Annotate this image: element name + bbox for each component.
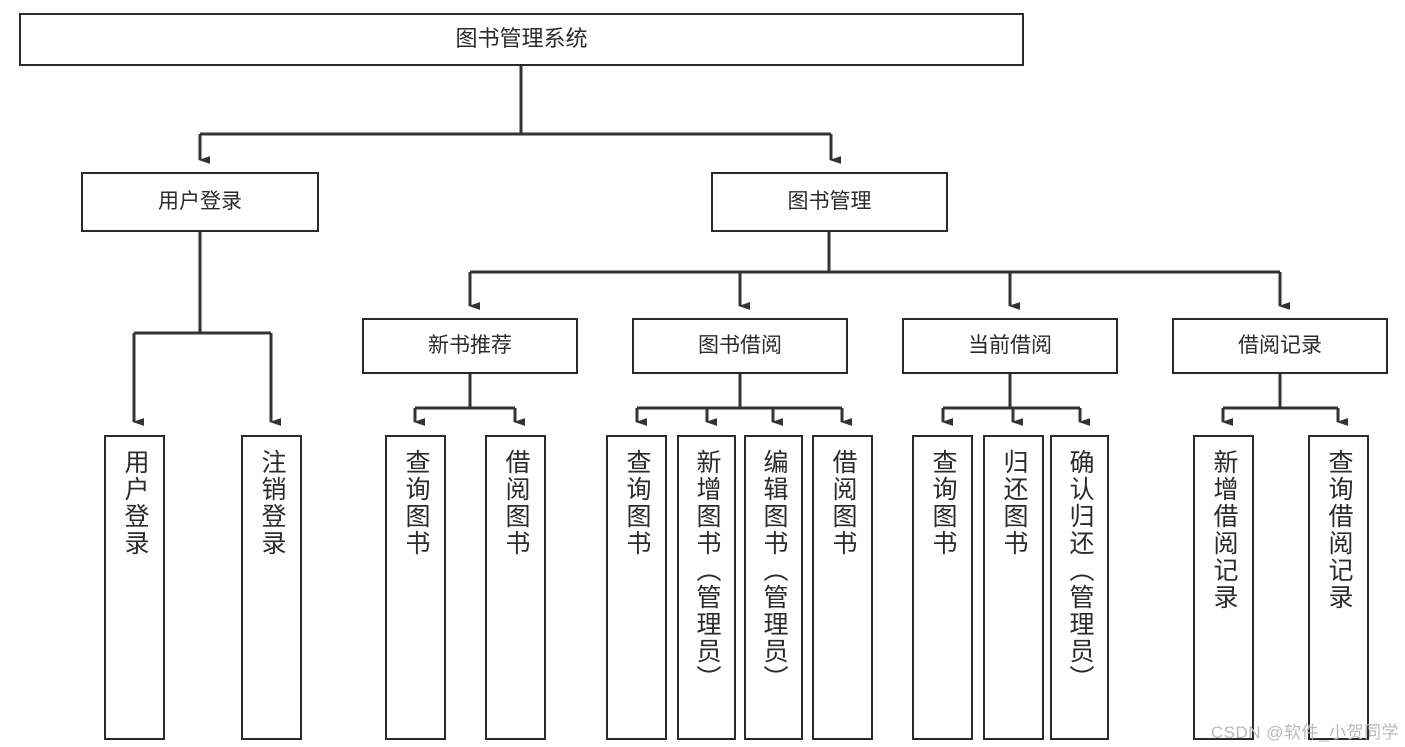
leaf-edit-book-admin[interactable]: 编辑图书（管理员） [744, 435, 803, 740]
node-label: 查询借阅记录 [1325, 449, 1353, 611]
leaf-borrow-book-newbook[interactable]: 借阅图书 [485, 435, 546, 740]
leaf-query-book-borrow[interactable]: 查询图书 [606, 435, 667, 740]
node-label: 查询图书 [623, 449, 651, 557]
node-label: 确认归还（管理员） [1066, 449, 1094, 692]
node-label: 编辑图书（管理员） [760, 449, 788, 692]
node-current-borrow[interactable]: 当前借阅 [902, 318, 1118, 374]
node-label: 新增图书（管理员） [693, 449, 721, 692]
node-label: 图书借阅 [698, 334, 782, 358]
leaf-return-book[interactable]: 归还图书 [983, 435, 1044, 740]
node-label: 借阅图书 [502, 449, 530, 557]
node-label: 图书管理系统 [455, 26, 588, 52]
node-label: 新增借阅记录 [1210, 449, 1238, 611]
node-book-borrow[interactable]: 图书借阅 [632, 318, 848, 374]
leaf-query-book-newbook[interactable]: 查询图书 [385, 435, 446, 740]
leaf-borrow-book[interactable]: 借阅图书 [812, 435, 873, 740]
leaf-add-borrow-record[interactable]: 新增借阅记录 [1193, 435, 1254, 740]
node-label: 查询图书 [402, 449, 430, 557]
node-book-management[interactable]: 图书管理 [711, 172, 948, 232]
node-label: 归还图书 [1000, 449, 1028, 557]
node-label: 用户登录 [121, 449, 149, 557]
leaf-add-book-admin[interactable]: 新增图书（管理员） [677, 435, 736, 740]
leaf-query-book-current[interactable]: 查询图书 [912, 435, 973, 740]
node-label: 查询图书 [929, 449, 957, 557]
node-borrow-records[interactable]: 借阅记录 [1172, 318, 1388, 374]
node-label: 注销登录 [258, 449, 286, 557]
leaf-confirm-return-admin[interactable]: 确认归还（管理员） [1050, 435, 1109, 740]
node-new-book-recommend[interactable]: 新书推荐 [362, 318, 578, 374]
leaf-query-borrow-record[interactable]: 查询借阅记录 [1308, 435, 1369, 740]
node-label: 借阅记录 [1238, 334, 1322, 358]
node-label: 新书推荐 [428, 334, 512, 358]
leaf-logout[interactable]: 注销登录 [241, 435, 302, 740]
leaf-user-login[interactable]: 用户登录 [104, 435, 165, 740]
node-label: 当前借阅 [968, 334, 1052, 358]
node-user-login[interactable]: 用户登录 [81, 172, 319, 232]
node-root-system[interactable]: 图书管理系统 [19, 13, 1024, 66]
node-label: 借阅图书 [829, 449, 857, 557]
node-label: 图书管理 [787, 190, 872, 214]
node-label: 用户登录 [158, 190, 242, 214]
